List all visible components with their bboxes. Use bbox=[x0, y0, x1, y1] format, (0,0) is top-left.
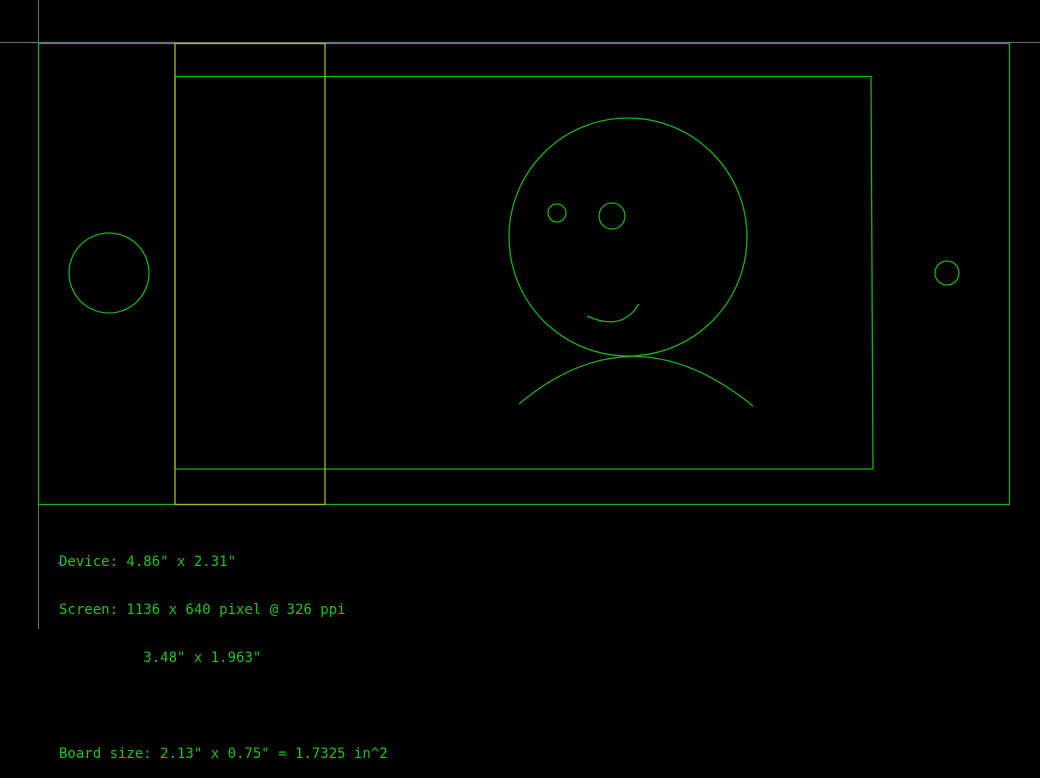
origin-marker bbox=[58, 562, 60, 564]
board-outline bbox=[174, 42, 326, 506]
face-right-eye bbox=[598, 202, 626, 230]
face-shoulders-arc bbox=[518, 355, 754, 407]
screen-inches-label: 3.48" x 1.963" bbox=[59, 650, 262, 666]
face-head-circle bbox=[508, 117, 748, 357]
device-outline bbox=[37, 42, 1011, 506]
face-left-eye bbox=[547, 203, 567, 223]
pcb-drawing-canvas bbox=[0, 0, 1040, 629]
board-size-label: Board size: 2.13" x 0.75" = 1.7325 in^2 bbox=[59, 746, 388, 762]
home-button-circle bbox=[68, 232, 150, 314]
face-mouth-arc bbox=[586, 303, 640, 323]
dimension-annotations: Device: 4.86" x 2.31" Screen: 1136 x 640… bbox=[59, 522, 388, 778]
screen-resolution-label: Screen: 1136 x 640 pixel @ 326 ppi bbox=[59, 602, 346, 618]
camera-circle bbox=[934, 260, 960, 286]
screen-outline bbox=[174, 75, 874, 470]
annotation-spacer bbox=[59, 698, 388, 714]
device-size-label: Device: 4.86" x 2.31" bbox=[59, 554, 237, 570]
